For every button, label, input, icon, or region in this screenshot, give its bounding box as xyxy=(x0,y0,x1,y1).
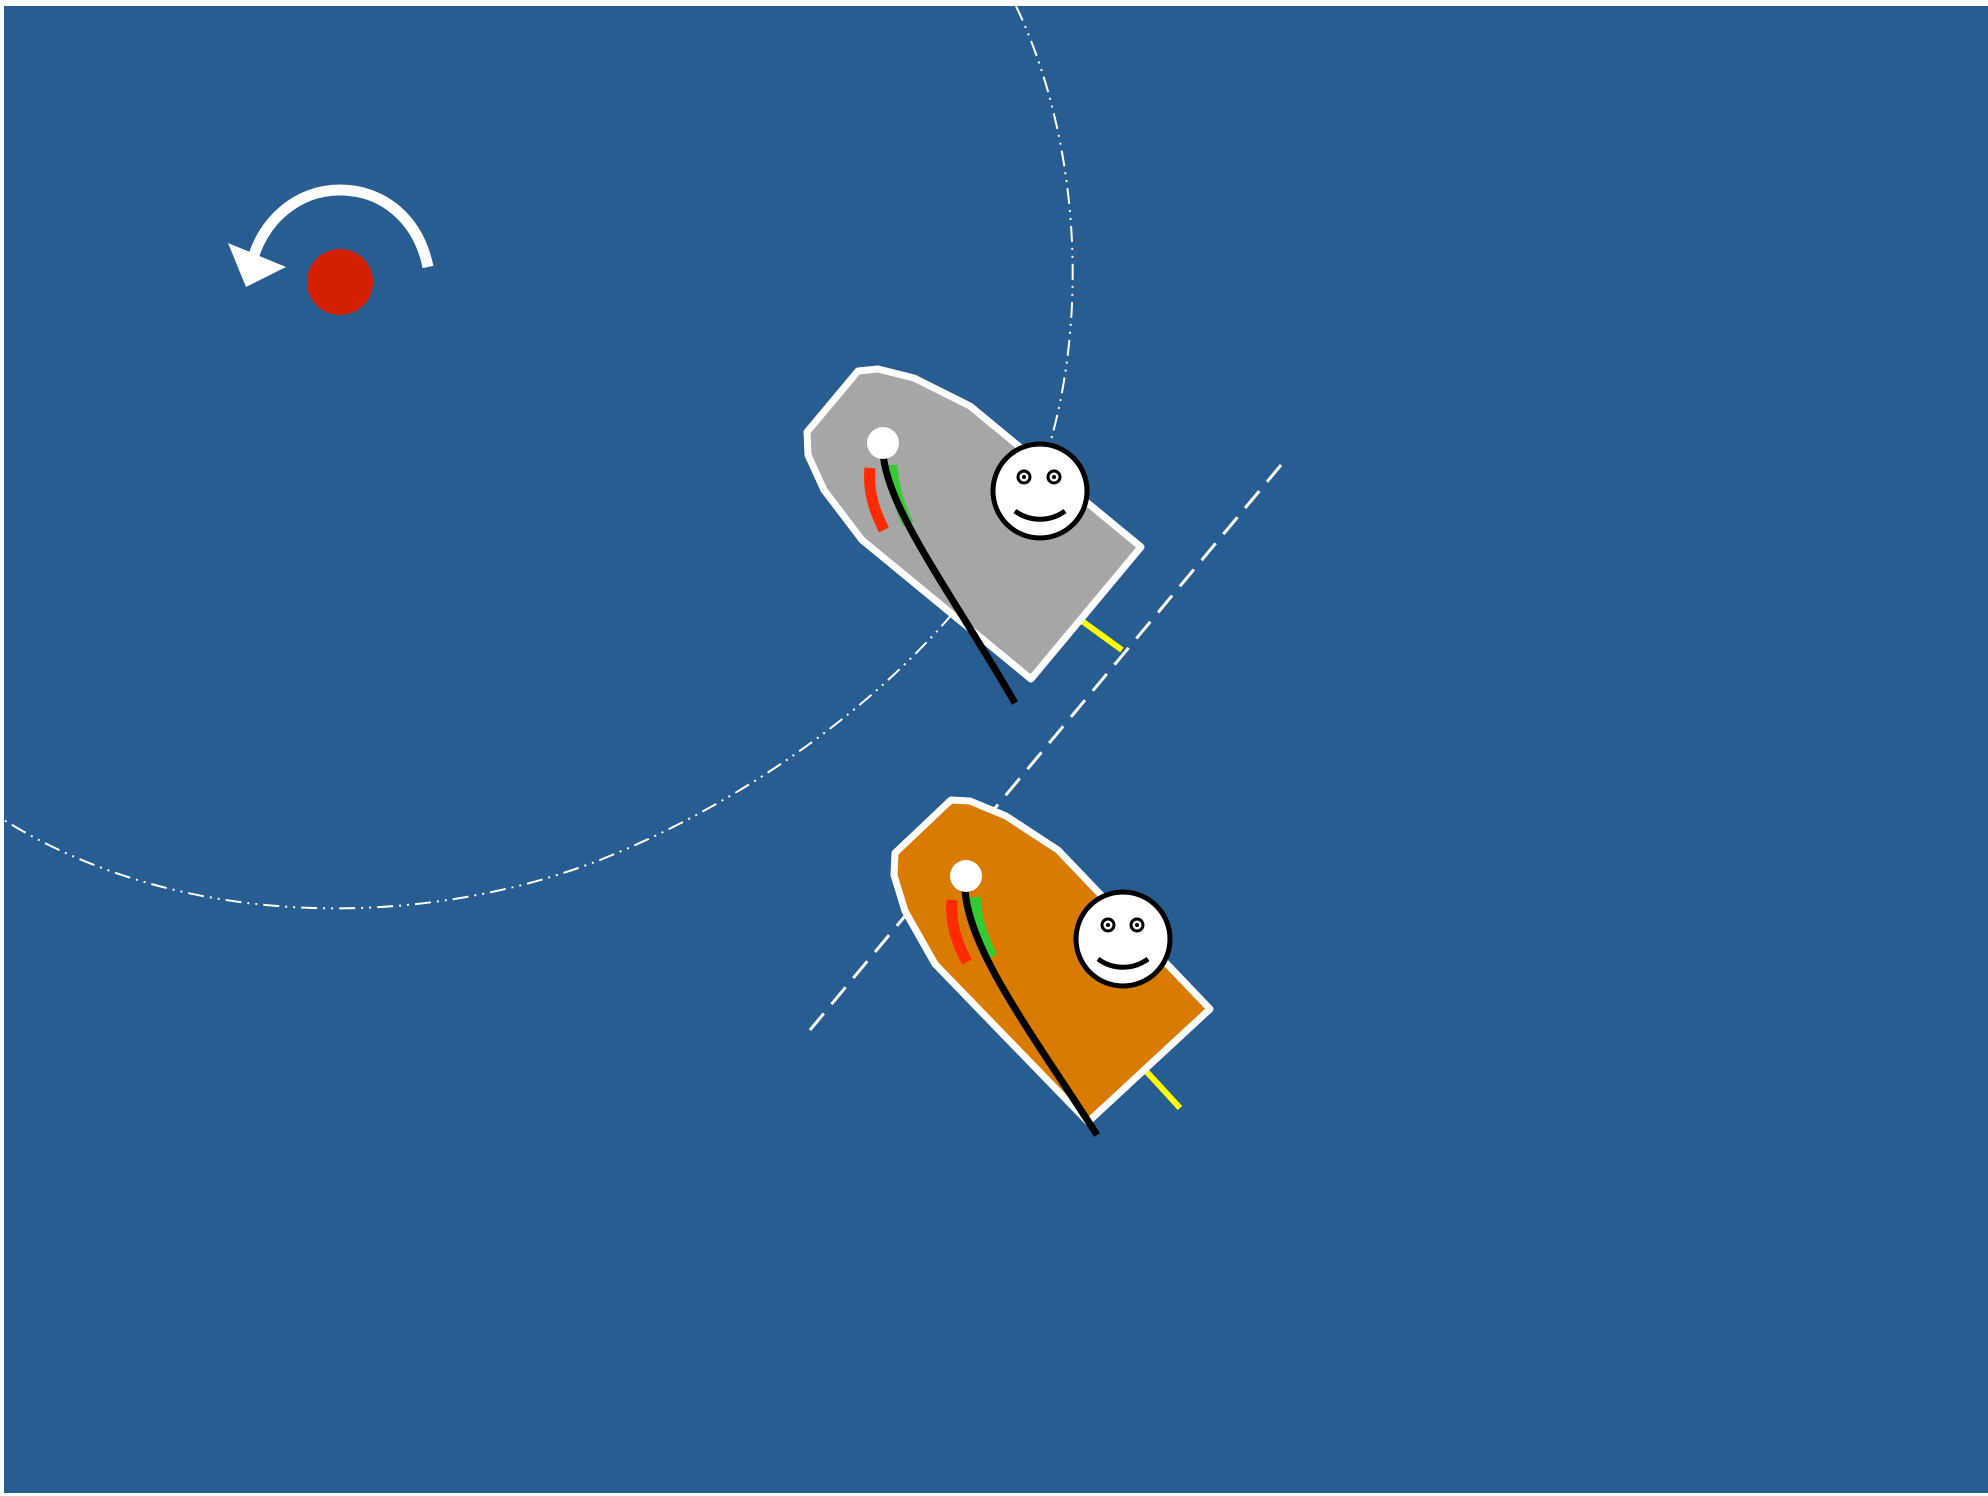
mast xyxy=(950,860,982,892)
mast xyxy=(867,427,899,459)
sail xyxy=(879,444,1019,705)
starboard-light xyxy=(969,896,997,960)
tiller xyxy=(1143,1068,1183,1111)
tiller xyxy=(1080,618,1124,653)
rounding-mark-group xyxy=(228,184,434,315)
overlap-line xyxy=(808,464,1283,1031)
rounding-mark xyxy=(307,249,373,315)
boat-gray xyxy=(803,365,1145,705)
zone-circle xyxy=(3,5,1074,910)
port-light xyxy=(864,467,889,533)
port-light xyxy=(946,899,972,965)
smiley-face-icon xyxy=(990,441,1090,541)
counter-clockwise-arrow-icon xyxy=(228,184,434,287)
smiley-face-icon xyxy=(1073,889,1173,989)
water-area xyxy=(4,6,1988,1493)
boat-orange xyxy=(890,796,1214,1137)
sail xyxy=(961,876,1100,1137)
